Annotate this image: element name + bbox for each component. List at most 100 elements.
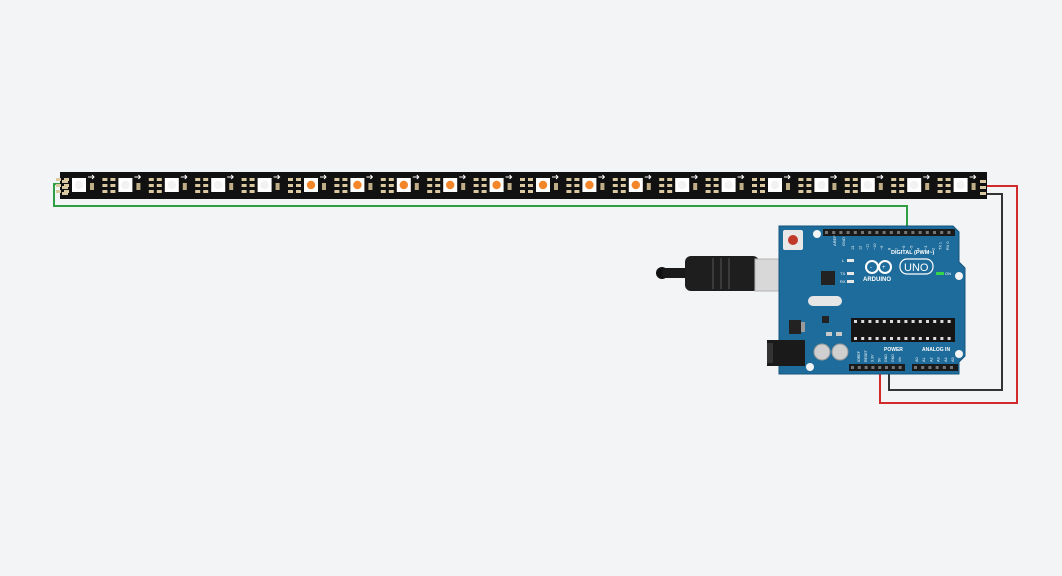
led-pixel[interactable] [334,174,374,193]
led-pad [798,178,804,181]
header-pin[interactable] [832,231,836,234]
led-lit [306,180,316,190]
led-pixel[interactable] [520,174,559,193]
led-pad [760,190,765,193]
header-pin[interactable] [861,231,864,234]
led-strip-end-pads [62,180,986,195]
header-pin[interactable] [889,231,893,234]
header-pin[interactable] [940,231,944,234]
header-pin[interactable] [904,231,908,234]
data-direction-arrow-icon [134,174,142,180]
led-capacitor [461,183,466,190]
header-pin[interactable] [871,366,875,369]
led-pad [56,190,61,193]
led-pixel[interactable] [288,174,327,193]
header-pin[interactable] [853,231,857,234]
analog-pin-label: A5 [951,357,955,362]
led-pixel[interactable] [798,174,838,193]
led-pad [612,178,618,181]
led-pad [195,190,201,193]
header-pin[interactable] [898,366,902,369]
led-pixel[interactable] [659,174,698,193]
led-pad [667,184,673,187]
led-pad [334,178,340,181]
header-pin[interactable] [882,231,886,234]
led-pixel[interactable] [612,174,652,193]
power-header[interactable] [849,364,905,371]
ground-wire[interactable] [888,193,1003,391]
led-pad [937,184,943,187]
led-pixel[interactable] [705,174,745,193]
led-pixel[interactable] [891,174,930,193]
header-pin[interactable] [857,366,861,369]
mounting-hole [806,363,814,371]
digital-header[interactable] [823,229,955,236]
led-pixel[interactable] [473,174,513,193]
data-direction-arrow-icon [412,174,420,180]
led-pixel[interactable] [844,174,884,193]
led-pixel[interactable] [380,174,420,193]
header-pin[interactable] [928,366,932,369]
header-pin[interactable] [878,366,882,369]
header-pin[interactable] [918,231,922,234]
led-pixel[interactable] [427,174,466,193]
capacitor [831,343,849,361]
led-pixel[interactable] [241,174,281,193]
led-strip[interactable] [56,172,987,199]
header-pin[interactable] [851,366,854,369]
header-pin[interactable] [864,366,868,369]
led-pixel[interactable] [752,174,791,193]
led-pixel[interactable] [937,174,977,193]
header-pin[interactable] [947,231,951,234]
led-pad [566,184,572,187]
header-pin[interactable] [891,366,895,369]
led-pad [806,178,812,181]
led-pad [945,190,951,193]
led-pixel[interactable] [56,174,95,193]
led-pixel[interactable] [195,174,234,193]
header-pin[interactable] [942,366,946,369]
header-pin[interactable] [885,366,888,369]
header-pin[interactable] [914,366,917,369]
led-pixel[interactable] [148,174,188,193]
header-pin[interactable] [868,231,872,234]
header-pin[interactable] [911,231,915,234]
led-pad [156,184,162,187]
reset-button-cap[interactable] [788,235,798,245]
header-pin[interactable] [950,366,953,369]
data-direction-arrow-icon [830,174,838,180]
analog-header[interactable] [912,364,958,371]
header-pin[interactable] [933,231,936,234]
led-pad [110,184,116,187]
led-pad [110,190,116,193]
header-pin[interactable] [839,231,843,234]
led-off [167,180,176,190]
led-pad [380,178,386,181]
led-pad [612,190,618,193]
header-pin[interactable] [846,231,850,234]
dc-power-jack[interactable] [767,340,805,366]
digital-pin-label: 12 [858,246,862,250]
led-pixel[interactable] [102,174,142,193]
header-pin[interactable] [921,366,925,369]
header-pin[interactable] [897,231,900,234]
led-capacitor [275,183,280,190]
l-led [847,259,854,262]
data-direction-arrow-icon [691,174,698,180]
power-wire[interactable] [879,185,1018,404]
data-direction-arrow-icon [505,174,513,180]
led-pad [713,184,719,187]
digital-pin-label: 8 [888,248,892,250]
header-pin[interactable] [935,366,939,369]
dc-power-jack-front [767,343,773,363]
led-pad [148,190,154,193]
header-pin[interactable] [875,231,879,234]
digital-pin-label: 13 [851,246,855,250]
led-pad [296,184,301,187]
header-pin[interactable] [925,231,929,234]
header-pin[interactable] [825,231,828,234]
led-pixel[interactable] [566,174,606,193]
